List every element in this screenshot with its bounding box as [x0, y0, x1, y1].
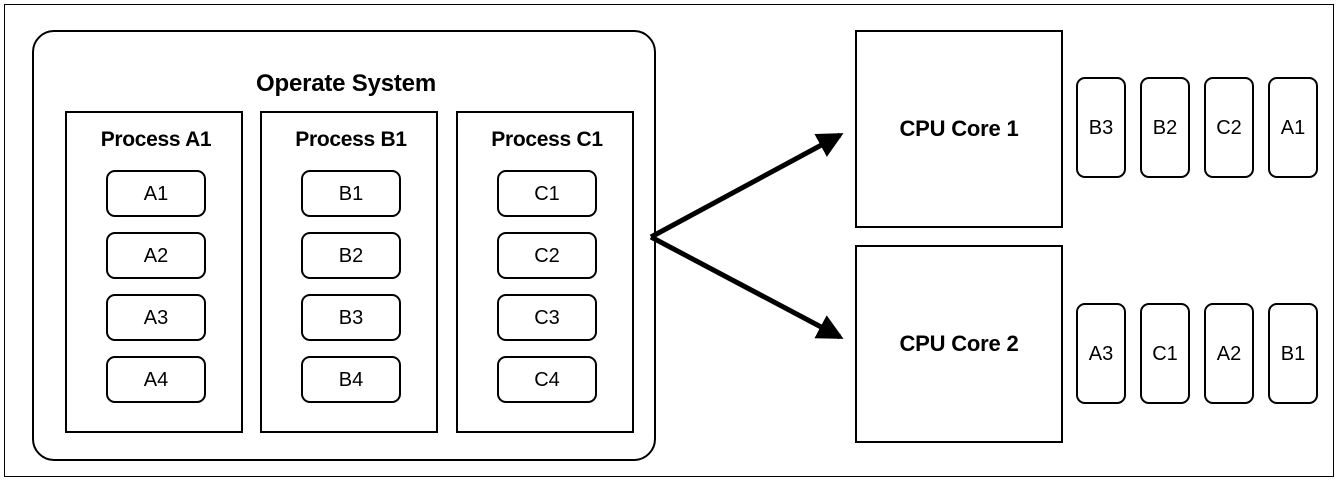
queue-item[interactable]: B3 — [1076, 77, 1126, 178]
task-box[interactable]: C4 — [497, 356, 597, 403]
process-title-b1: Process B1 — [295, 128, 407, 151]
process-box-a1: Process A1 A1 A2 A3 A4 — [65, 111, 243, 433]
process-title-c1: Process C1 — [491, 128, 603, 151]
task-box[interactable]: A1 — [106, 170, 206, 217]
cpu-core-2-box: CPU Core 2 — [855, 245, 1063, 443]
cpu-core-2-queue: A3 C1 A2 B1 — [1076, 303, 1318, 404]
task-box[interactable]: A4 — [106, 356, 206, 403]
task-box[interactable]: B2 — [301, 232, 401, 279]
task-box[interactable]: B4 — [301, 356, 401, 403]
operate-system-container: Operate System Process A1 A1 A2 A3 A4 Pr… — [32, 30, 656, 461]
task-box[interactable]: A2 — [106, 232, 206, 279]
queue-item[interactable]: A3 — [1076, 303, 1126, 404]
task-box[interactable]: C1 — [497, 170, 597, 217]
cpu-core-1-box: CPU Core 1 — [855, 30, 1063, 228]
queue-item[interactable]: A1 — [1268, 77, 1318, 178]
task-list-a1: A1 A2 A3 A4 — [67, 170, 245, 403]
task-box[interactable]: B1 — [301, 170, 401, 217]
process-box-b1: Process B1 B1 B2 B3 B4 — [260, 111, 438, 433]
task-box[interactable]: B3 — [301, 294, 401, 341]
process-title-a1: Process A1 — [100, 128, 212, 151]
task-list-b1: B1 B2 B3 B4 — [262, 170, 440, 403]
queue-item[interactable]: B2 — [1140, 77, 1190, 178]
queue-item[interactable]: C2 — [1204, 77, 1254, 178]
task-list-c1: C1 C2 C3 C4 — [458, 170, 636, 403]
task-box[interactable]: A3 — [106, 294, 206, 341]
process-box-c1: Process C1 C1 C2 C3 C4 — [456, 111, 634, 433]
operate-system-title: Operate System — [256, 70, 436, 97]
task-box[interactable]: C2 — [497, 232, 597, 279]
task-box[interactable]: C3 — [497, 294, 597, 341]
queue-item[interactable]: A2 — [1204, 303, 1254, 404]
outer-frame: Operate System Process A1 A1 A2 A3 A4 Pr… — [4, 4, 1334, 477]
cpu-core-1-queue: B3 B2 C2 A1 — [1076, 77, 1318, 178]
queue-item[interactable]: C1 — [1140, 303, 1190, 404]
queue-item[interactable]: B1 — [1268, 303, 1318, 404]
